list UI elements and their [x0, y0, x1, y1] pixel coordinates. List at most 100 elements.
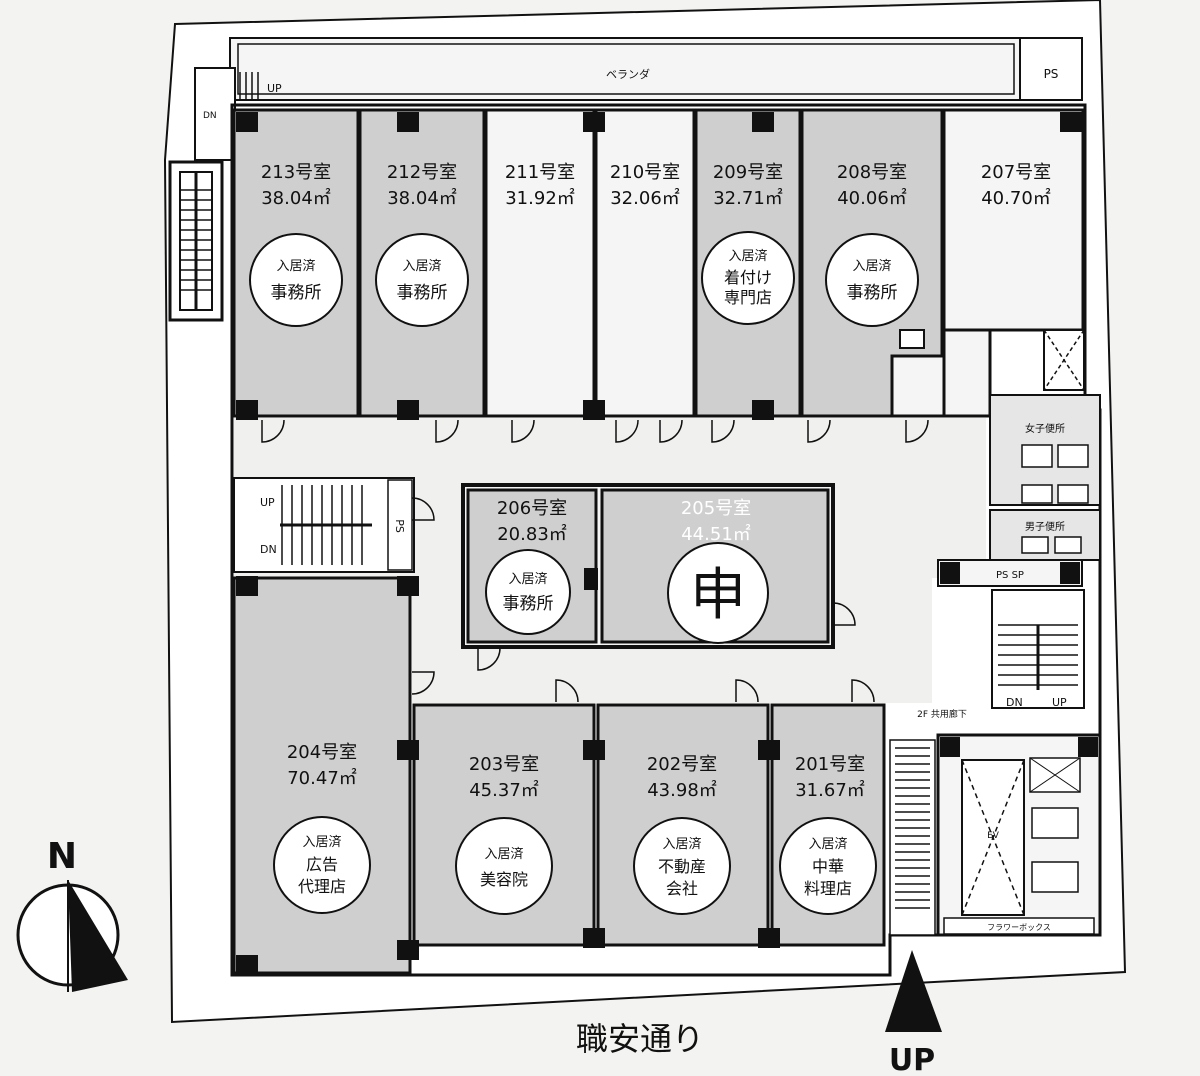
svg-text:38.04㎡: 38.04㎡	[261, 187, 331, 209]
ps-sp-shaft	[937, 559, 1083, 587]
left-stair-dn: DN	[260, 543, 277, 556]
svg-text:212号室: 212号室	[387, 162, 457, 183]
svg-text:料理店: 料理店	[804, 879, 852, 898]
svg-text:31.67㎡: 31.67㎡	[795, 779, 865, 801]
tenant-badge-208: 入居済 事務所	[825, 233, 919, 327]
elevator-label: EV	[987, 831, 1000, 841]
svg-text:205号室: 205号室	[681, 498, 751, 519]
room-203-label: 203号室 45.37㎡	[469, 754, 539, 801]
womens-toilet-label: 女子便所	[1025, 422, 1065, 435]
svg-text:事務所: 事務所	[847, 283, 898, 303]
left-stair-up: UP	[260, 496, 275, 509]
room-209-label: 209号室 32.71㎡	[713, 162, 783, 209]
flower-box	[943, 917, 1095, 935]
tenant-badge-203: 入居済 美容院	[455, 817, 553, 915]
svg-text:38.04㎡: 38.04㎡	[387, 187, 457, 209]
doors-middle	[411, 497, 875, 703]
top-stair-steps	[239, 72, 259, 100]
svg-text:202号室: 202号室	[647, 754, 717, 775]
room-201-label: 201号室 31.67㎡	[795, 754, 865, 801]
svg-text:32.06㎡: 32.06㎡	[610, 187, 680, 209]
room-207-label: 207号室 40.70㎡	[981, 162, 1051, 209]
entrance-up-label: UP	[889, 1043, 935, 1076]
svg-text:入居済: 入居済	[276, 258, 315, 274]
tenant-badge-212: 入居済 事務所	[375, 233, 469, 327]
svg-text:入居済: 入居済	[402, 258, 441, 274]
room-212-label: 212号室 38.04㎡	[387, 162, 457, 209]
svg-text:44.51㎡: 44.51㎡	[681, 523, 751, 545]
room-211[interactable]	[484, 108, 596, 418]
svg-text:207号室: 207号室	[981, 162, 1051, 183]
right-stair-dn: DN	[1006, 696, 1023, 709]
flower-box-label: フラワーボックス	[987, 923, 1051, 932]
top-stair-dn: DN	[203, 111, 217, 121]
svg-text:入居済: 入居済	[484, 846, 523, 862]
svg-text:40.70㎡: 40.70㎡	[981, 187, 1051, 209]
svg-text:206号室: 206号室	[497, 498, 567, 519]
tenant-badge-202: 入居済 不動産 会社	[633, 817, 731, 915]
svg-text:70.47㎡: 70.47㎡	[287, 767, 357, 789]
svg-text:31.92㎡: 31.92㎡	[505, 187, 575, 209]
svg-text:事務所: 事務所	[271, 283, 322, 303]
svg-text:中華: 中華	[812, 857, 844, 876]
up-arrow-icon	[885, 950, 942, 1032]
room-202-label: 202号室 43.98㎡	[647, 754, 717, 801]
ps-sp-label: PS SP	[996, 570, 1024, 581]
svg-text:32.71㎡: 32.71㎡	[713, 187, 783, 209]
room-211-label: 211号室 31.92㎡	[505, 162, 575, 209]
room-208-label: 208号室 40.06㎡	[837, 162, 907, 209]
tenant-badge-204: 入居済 広告 代理店	[273, 816, 371, 914]
svg-text:広告: 広告	[306, 855, 338, 874]
room-213-label: 213号室 38.04㎡	[261, 162, 331, 209]
compass-north-label: N	[47, 836, 77, 877]
svg-text:204号室: 204号室	[287, 742, 357, 763]
svg-text:入居済: 入居済	[508, 571, 547, 587]
entrance-stair	[889, 739, 936, 936]
svg-text:入居済: 入居済	[302, 834, 341, 850]
room-205-label: 205号室 44.51㎡	[681, 498, 751, 545]
top-stair-up: UP	[267, 82, 282, 95]
top-left-stair	[194, 67, 236, 161]
svg-text:210号室: 210号室	[610, 162, 680, 183]
right-stair-up: UP	[1052, 696, 1067, 709]
svg-text:208号室: 208号室	[837, 162, 907, 183]
ps-stair-label: PS	[393, 519, 406, 533]
common-corridor-label: 2F 共用廊下	[917, 708, 967, 720]
room-204-label: 204号室 70.47㎡	[287, 742, 357, 789]
svg-text:会社: 会社	[666, 879, 698, 898]
svg-text:211号室: 211号室	[505, 162, 575, 183]
room-210[interactable]	[594, 108, 696, 418]
svg-text:申: 申	[690, 563, 746, 628]
svg-text:着付け: 着付け	[724, 268, 772, 287]
svg-text:代理店: 代理店	[298, 877, 346, 896]
ev-machine-1	[1031, 807, 1079, 839]
svg-text:203号室: 203号室	[469, 754, 539, 775]
tenant-badge-209: 入居済 着付け 専門店	[701, 231, 795, 325]
room-206-label: 206号室 20.83㎡	[497, 498, 567, 545]
svg-text:入居済: 入居済	[852, 258, 891, 274]
svg-text:入居済: 入居済	[662, 836, 701, 852]
ps-top	[1019, 37, 1083, 101]
pillars-top	[236, 112, 1082, 420]
ps-top-label: PS	[1044, 67, 1059, 81]
room-210-label: 210号室 32.06㎡	[610, 162, 680, 209]
tenant-badge-201: 入居済 中華 料理店	[779, 817, 877, 915]
compass: N	[16, 836, 128, 992]
veranda	[229, 37, 1021, 101]
svg-text:201号室: 201号室	[795, 754, 865, 775]
ps-stair	[387, 479, 413, 571]
svg-text:20.83㎡: 20.83㎡	[497, 523, 567, 545]
svg-text:専門店: 専門店	[724, 288, 772, 307]
svg-text:40.06㎡: 40.06㎡	[837, 187, 907, 209]
svg-text:43.98㎡: 43.98㎡	[647, 779, 717, 801]
svg-text:入居済: 入居済	[728, 248, 767, 264]
svg-text:入居済: 入居済	[808, 836, 847, 852]
pillars-bottom	[236, 576, 780, 975]
entrance-up-arrow: UP	[885, 950, 942, 1076]
svg-text:事務所: 事務所	[397, 283, 448, 303]
veranda-label: ベランダ	[606, 67, 650, 81]
tenant-badge-213: 入居済 事務所	[249, 233, 343, 327]
svg-text:不動産: 不動産	[658, 857, 706, 876]
svg-text:45.37㎡: 45.37㎡	[469, 779, 539, 801]
